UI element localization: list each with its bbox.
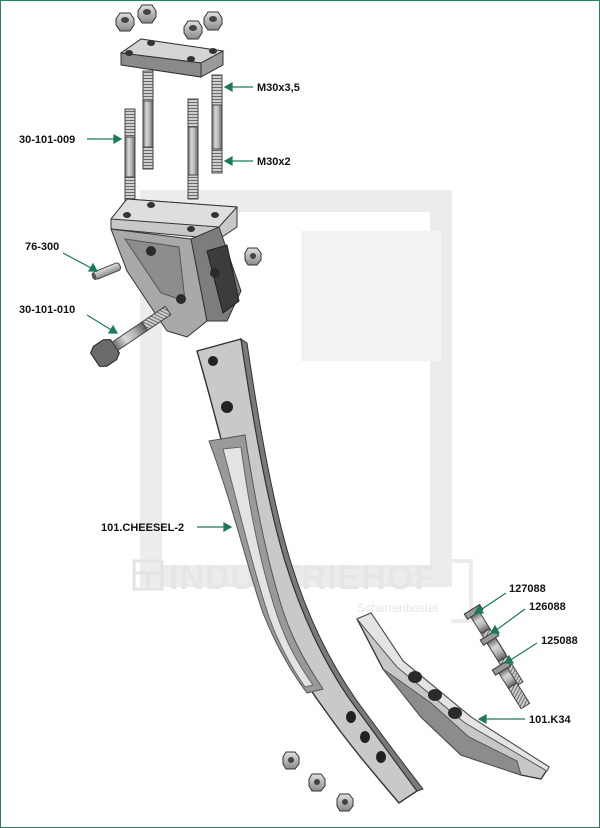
spring-pin [91, 262, 122, 281]
label-pin: 76-300 [25, 241, 59, 253]
label-shank: 101.CHEESEL-2 [101, 522, 184, 534]
label-stud-bolt: 30-101-009 [19, 134, 75, 146]
hex-nut-side [244, 247, 262, 266]
hex-nuts-bottom [282, 751, 354, 812]
label-bolt-126088: 126088 [529, 601, 566, 613]
label-hex-bolt: 30-101-010 [19, 304, 75, 316]
shank-holder-bracket [110, 198, 242, 338]
shank-point [356, 612, 550, 780]
label-m30x3-5: M30x3,5 [257, 82, 300, 94]
cultivator-shank [196, 337, 424, 804]
clamp-plate [119, 38, 225, 78]
label-bolt-125088: 125088 [541, 635, 578, 647]
countersunk-bolts [463, 603, 531, 710]
watermark-location: Scharrenbostel [357, 601, 438, 615]
watermark: INDUSTRIEHOF Scharrenbostel [132, 190, 473, 623]
leader-lines [62, 81, 538, 725]
watermark-brand: INDUSTRIEHOF [169, 559, 436, 597]
label-point: 101.K34 [529, 714, 571, 726]
stud-bolts [124, 70, 223, 202]
hex-nuts-top [115, 4, 223, 40]
label-m30x2: M30x2 [257, 156, 291, 168]
hex-bolt [90, 305, 172, 367]
label-bolt-127088: 127088 [509, 583, 546, 595]
